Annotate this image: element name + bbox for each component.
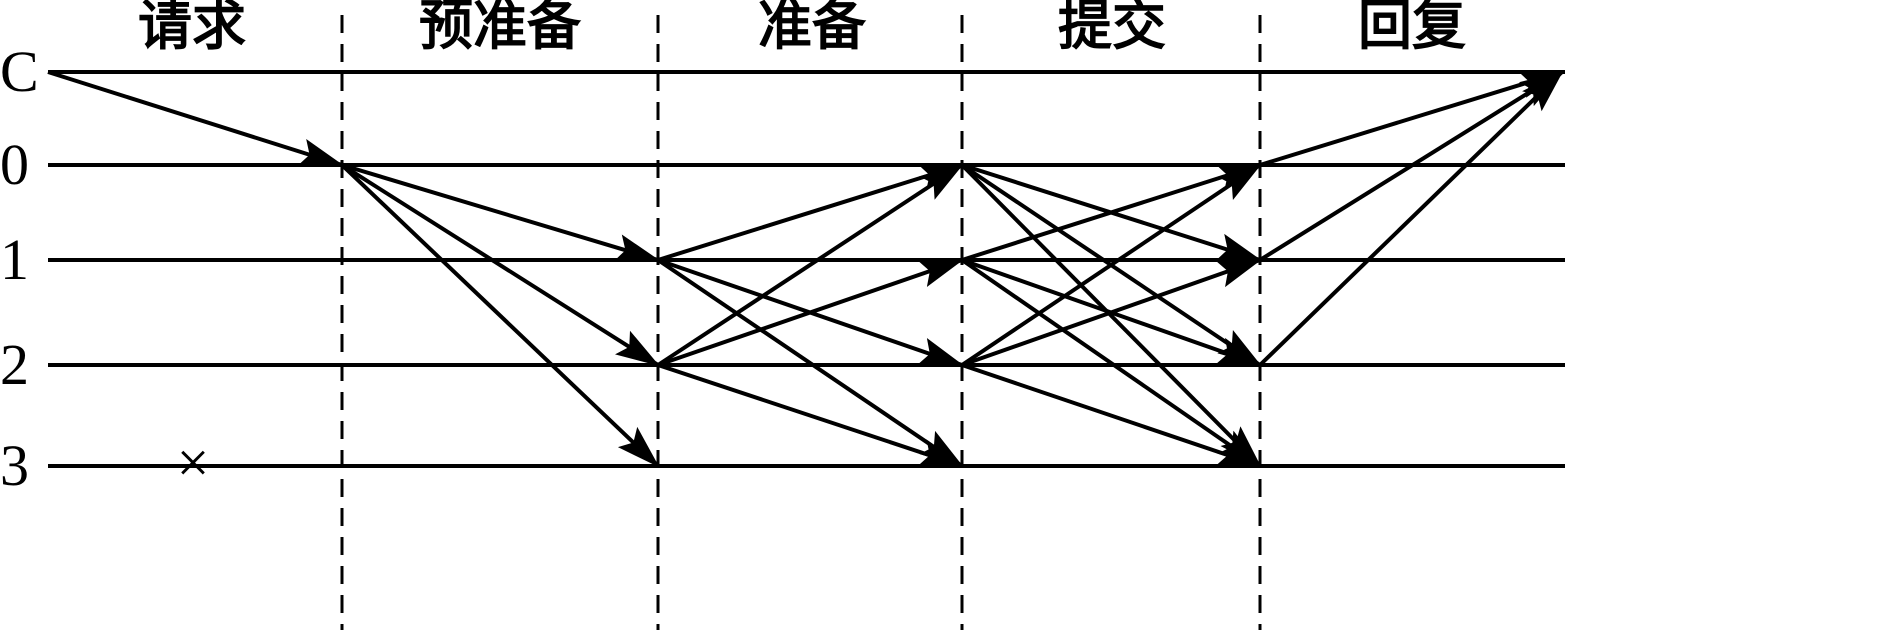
message-arrow-2-0-to-1	[341, 163, 660, 262]
message-arrow-1-c-to-0	[47, 70, 344, 167]
message-arrow-2-0-to-2	[340, 163, 660, 367]
phase-label-4: 提交	[1058, 0, 1166, 57]
node-label-c: C	[0, 39, 39, 104]
phase-label-1: 请求	[138, 0, 246, 57]
node-label-3: 3	[0, 433, 29, 498]
message-arrow-4-2-to-3	[961, 363, 1262, 468]
message-arrow-4-1-to-0	[961, 163, 1262, 262]
message-arrow-3-2-to-0	[656, 163, 964, 367]
message-arrow-2-0-to-3	[340, 163, 660, 468]
node-label-2: 2	[0, 332, 29, 397]
message-arrow-5-2-to-c	[1258, 70, 1564, 367]
phase-label-5: 回复	[1358, 0, 1466, 57]
message-arrow-3-1-to-0	[657, 163, 964, 262]
node-label-0: 0	[0, 132, 29, 197]
message-arrow-4-2-to-0	[960, 163, 1262, 367]
message-arrow-5-1-to-c	[1258, 70, 1564, 262]
message-arrow-4-2-to-1	[961, 258, 1262, 367]
message-arrow-4-1-to-3	[960, 258, 1262, 468]
message-arrow-4-0-to-3	[960, 163, 1262, 468]
message-arrow-3-2-to-3	[657, 363, 964, 468]
message-arrow-5-0-to-c	[1259, 70, 1564, 167]
phase-label-3: 准备	[758, 0, 867, 57]
node-label-1: 1	[0, 227, 29, 292]
phase-label-2: 预准备	[419, 0, 582, 57]
message-arrow-3-2-to-1	[657, 258, 964, 367]
failed-node-cross-icon: ×	[177, 430, 210, 495]
message-arrow-3-1-to-3	[656, 258, 964, 468]
